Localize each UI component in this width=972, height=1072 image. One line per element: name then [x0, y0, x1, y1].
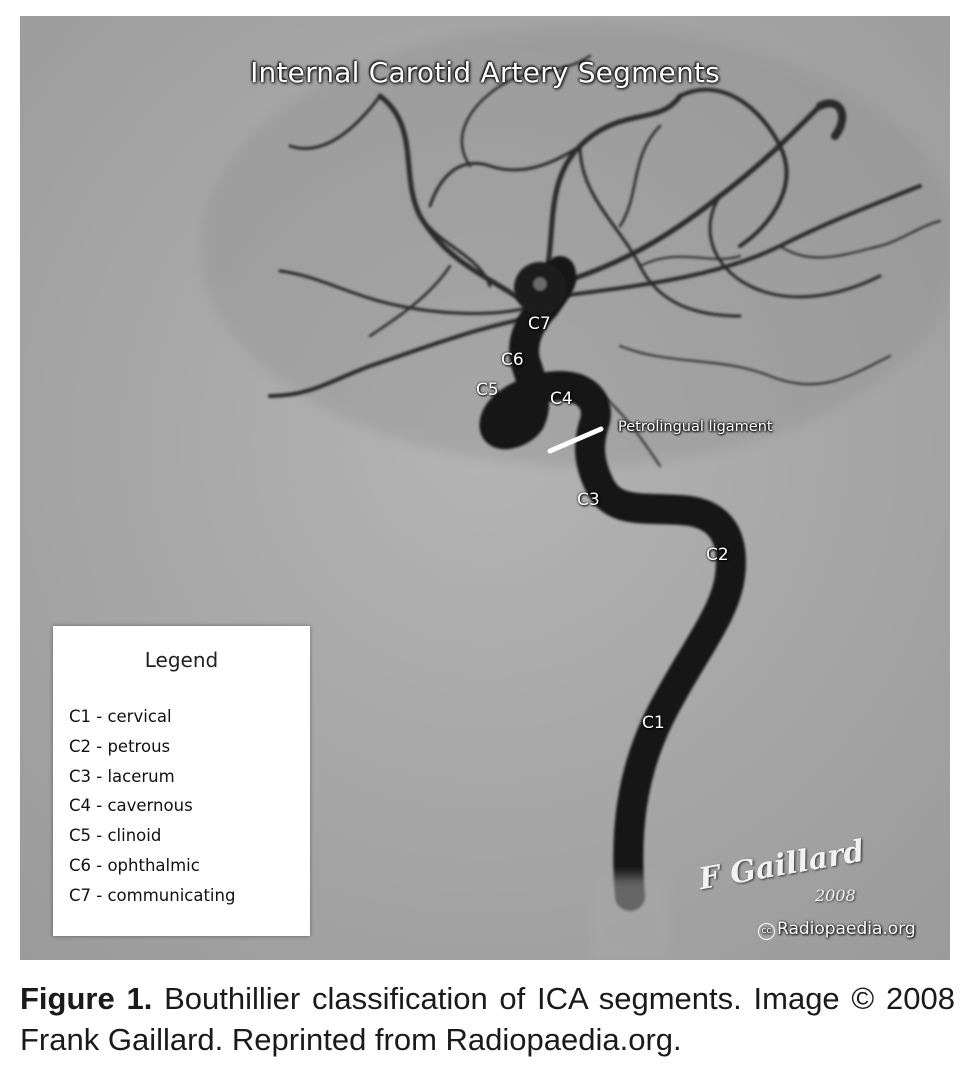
credit-text: Radiopaedia.org — [777, 919, 916, 939]
creative-commons-icon: cc — [758, 923, 775, 940]
segment-label-c1: C1 — [642, 713, 665, 733]
caption-label: Figure 1. — [20, 981, 153, 1016]
segment-label-c2: C2 — [706, 545, 729, 565]
segment-label-c5: C5 — [476, 380, 499, 400]
legend-list: C1 - cervical C2 - petrous C3 - lacerum … — [69, 702, 235, 911]
segment-label-c3: C3 — [577, 490, 600, 510]
legend-item-c2: C2 - petrous — [69, 736, 171, 756]
legend-item-c1: C1 - cervical — [69, 707, 172, 726]
legend-item-c3: C3 - lacerum — [69, 766, 175, 786]
figure-caption: Figure 1. Bouthillier classification of … — [20, 978, 955, 1060]
segment-label-c7: C7 — [528, 314, 551, 334]
internal-carotid-artery — [479, 256, 746, 960]
legend-item-c7: C7 - communicating — [69, 885, 236, 905]
branch-vessels — [268, 54, 941, 467]
angiogram-figure: Internal Carotid Artery Segments C1 C2 C… — [20, 16, 950, 960]
figure-title: Internal Carotid Artery Segments — [250, 56, 720, 89]
petrolingual-ligament-label: Petrolingual ligament — [618, 419, 773, 435]
legend-item-c5: C5 - clinoid — [69, 826, 162, 846]
segment-label-c6: C6 — [501, 350, 524, 370]
legend-title: Legend — [144, 648, 219, 672]
signature-year: 2008 — [815, 886, 856, 905]
caption-text: Bouthillier classification of ICA segmen… — [20, 981, 955, 1057]
segment-label-c4: C4 — [550, 389, 573, 409]
legend-item-c4: C4 - cavernous — [69, 796, 193, 816]
petrolingual-ligament-marker — [547, 426, 604, 454]
legend: Legend C1 - cervical C2 - petrous C3 - l… — [53, 626, 310, 936]
legend-item-c6: C6 - ophthalmic — [69, 855, 200, 875]
